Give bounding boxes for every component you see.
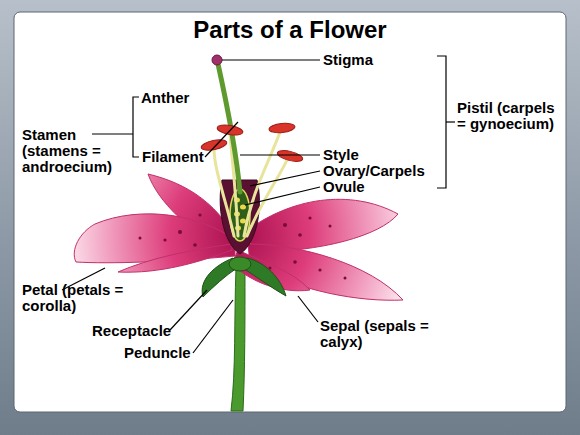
stigma-shape	[212, 55, 222, 65]
petal-spot	[163, 238, 166, 241]
ovule-shape	[240, 219, 246, 224]
leader-line	[193, 300, 233, 353]
leader-line	[298, 296, 318, 322]
leader-line	[170, 290, 207, 330]
stamen-bracket	[133, 97, 139, 157]
part-label: Receptacle	[92, 323, 192, 339]
diagram-title: Parts of a Flower	[14, 16, 566, 44]
petal-spot	[198, 213, 201, 216]
part-label: Style	[323, 147, 413, 163]
leader-line	[245, 187, 320, 205]
leader-line	[205, 122, 238, 157]
part-label: Ovary/Carpels	[323, 163, 443, 179]
receptacle-shape	[229, 257, 251, 271]
petal-spot	[329, 225, 332, 228]
white-panel	[14, 12, 566, 412]
petal-spot	[318, 268, 321, 271]
anthers	[200, 122, 303, 163]
leader-line	[92, 133, 133, 134]
part-label: Stamen (stamens = androecium)	[22, 127, 122, 175]
petal-spot	[344, 277, 347, 280]
part-label: Anther	[141, 90, 221, 106]
anther-shape	[269, 122, 296, 134]
petal-spot	[193, 243, 197, 247]
part-label: Petal (petals = corolla)	[22, 282, 172, 314]
part-label: Ovule	[323, 179, 413, 195]
petal-spot	[139, 237, 142, 240]
peduncle-stem	[231, 268, 245, 411]
petal-spot	[293, 260, 297, 264]
filaments	[214, 132, 288, 236]
petal-spot	[178, 230, 182, 234]
leader-lines	[62, 56, 455, 353]
part-label: Peduncle	[124, 345, 224, 361]
leader-line	[222, 59, 320, 60]
part-label: Pistil (carpels = gynoecium)	[457, 100, 557, 132]
leader-line	[240, 154, 320, 155]
anther-shape	[276, 148, 303, 163]
part-label: Sepal (sepals = calyx)	[320, 318, 470, 350]
leader-line	[446, 121, 455, 122]
filament-line	[247, 158, 288, 236]
petal-spot	[298, 233, 302, 237]
part-label: Stigma	[323, 52, 413, 68]
part-label: Filament	[142, 149, 222, 165]
petal-spot	[283, 223, 287, 227]
anther-shape	[200, 138, 227, 152]
pistil-bracket	[437, 56, 446, 188]
leader-line	[250, 171, 320, 186]
petal-shape	[245, 199, 398, 252]
petal-spot	[308, 216, 311, 219]
